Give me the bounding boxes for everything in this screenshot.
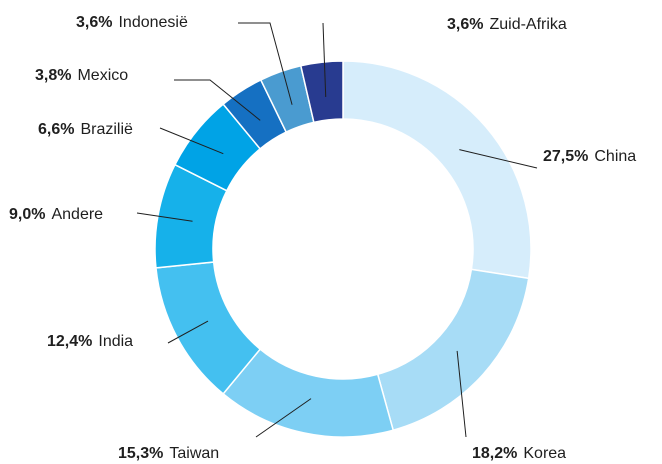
label-andere: 9,0% Andere [9, 205, 103, 225]
label-zuid-afrika: 3,6% Zuid-Afrika [447, 15, 567, 35]
leader-line-india [167, 320, 209, 344]
label-mexico-name: Mexico [77, 67, 129, 84]
label-zuid-afrika-percent: 3,6% [447, 16, 484, 33]
leader-line-taiwan [255, 398, 312, 438]
leader-line-zuid-afrika [322, 22, 327, 97]
label-taiwan-name: Taiwan [169, 445, 220, 462]
label-india-name: India [98, 333, 134, 350]
label-indonesie-name: Indonesië [118, 14, 188, 31]
label-korea-percent: 18,2% [472, 445, 518, 462]
label-andere-name: Andere [51, 206, 104, 223]
label-taiwan: 15,3% Taiwan [118, 444, 219, 464]
label-korea-name: Korea [523, 445, 567, 462]
leader-line-korea [456, 350, 467, 438]
leader-line-china [459, 149, 538, 169]
label-brazilie: 6,6% Brazilië [38, 120, 133, 140]
label-zuid-afrika-name: Zuid-Afrika [489, 16, 567, 33]
label-china-name: China [594, 148, 637, 165]
label-andere-percent: 9,0% [9, 206, 46, 223]
label-mexico: 3,8% Mexico [35, 66, 128, 86]
slice-korea [376, 268, 530, 432]
leader-line-brazilie [159, 127, 224, 155]
label-mexico-percent: 3,8% [35, 67, 72, 84]
label-china-percent: 27,5% [543, 148, 589, 165]
label-taiwan-percent: 15,3% [118, 445, 164, 462]
label-india: 12,4% India [47, 332, 133, 352]
label-china: 27,5% China [543, 147, 636, 167]
label-indonesie: 3,6% Indonesië [76, 13, 188, 33]
leader-line-indonesie [238, 22, 293, 105]
label-korea: 18,2% Korea [472, 444, 566, 464]
label-india-percent: 12,4% [47, 333, 93, 350]
slice-zuid-afrika [299, 60, 344, 124]
slice-china [342, 60, 532, 280]
label-brazilie-percent: 6,6% [38, 121, 75, 138]
label-brazilie-name: Brazilië [80, 121, 133, 138]
leader-line-mexico [174, 79, 261, 121]
leader-line-andere [136, 212, 193, 222]
label-indonesie-percent: 3,6% [76, 14, 113, 31]
